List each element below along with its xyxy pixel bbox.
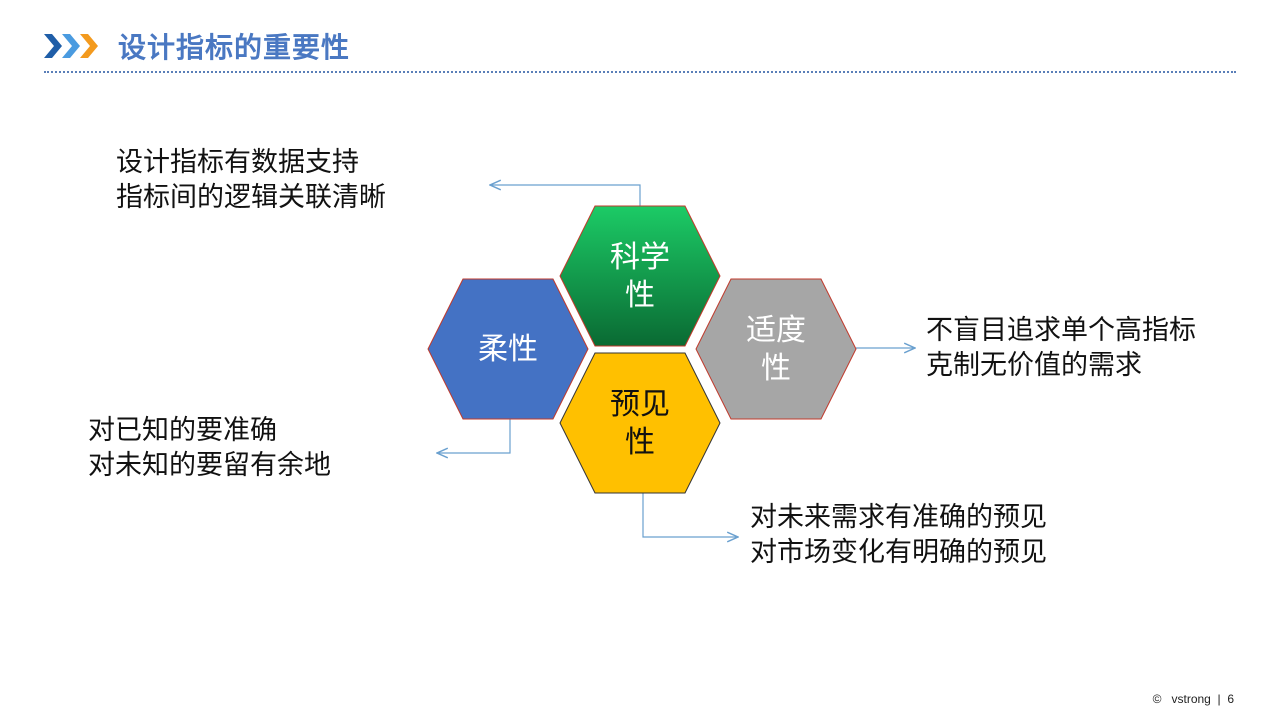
description-line: 设计指标有数据支持 [116,147,359,178]
label-line: 性 [625,425,655,460]
triple-chevron-icon [44,34,98,58]
label-line: 预见 [610,387,670,422]
label-line: 性 [761,351,791,386]
description-line: 对已知的要准确 [88,415,277,446]
copyright-icon: © [1152,692,1162,706]
hexagon-flexibility [427,278,589,420]
label-line: 适度 [746,313,806,348]
description-line: 不盲目追求单个高指标 [926,315,1196,346]
hexagon-moderation [695,278,857,420]
footer-separator: | [1217,692,1221,706]
hexagon-foresight-label: 预见 性 [560,386,720,462]
connector-flexibility [437,419,511,453]
description-line: 对未来需求有准确的预见 [750,502,1047,533]
page-number: 6 [1227,692,1234,706]
hexagon-science [559,205,721,347]
hexagon-flexibility-label: 柔性 [478,332,538,367]
label-line: 性 [625,278,655,313]
connector-foresight [642,493,738,537]
brand-name: vstrong [1171,692,1211,706]
footer: © vstrong | 6 [1153,692,1234,706]
description-line: 指标间的逻辑关联清晰 [116,182,386,213]
science-description: 设计指标有数据支持 指标间的逻辑关联清晰 [116,145,386,215]
description-line: 对未知的要留有余地 [88,450,331,481]
foresight-description: 对未来需求有准确的预见 对市场变化有明确的预见 [750,500,1047,570]
label-line: 科学 [610,240,670,275]
hexagon-science-label: 科学 性 [560,239,720,315]
description-line: 克制无价值的需求 [926,350,1142,381]
flexibility-description: 对已知的要准确 对未知的要留有余地 [88,413,331,483]
moderation-description: 不盲目追求单个高指标 克制无价值的需求 [926,313,1196,383]
hexagon-moderation-label: 适度 性 [696,312,856,388]
connector-science [490,185,641,206]
title-divider [44,71,1236,73]
hexagon-foresight [559,352,721,494]
page-title: 设计指标的重要性 [118,31,351,64]
description-line: 对市场变化有明确的预见 [750,537,1047,568]
